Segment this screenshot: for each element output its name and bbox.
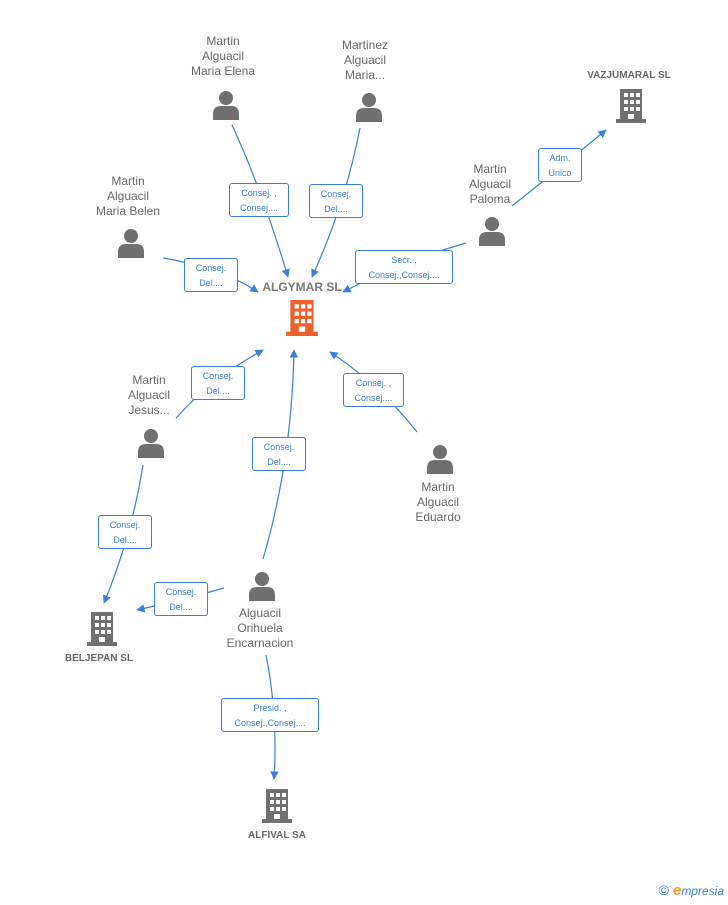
building-icon[interactable] xyxy=(262,789,292,823)
person-icon[interactable] xyxy=(138,429,164,458)
person-label-p1[interactable]: Martin Alguacil Maria Elena xyxy=(190,34,256,78)
person-label-p2[interactable]: Martinez Alguacil Maria... xyxy=(341,38,388,82)
person-icon[interactable] xyxy=(427,445,453,474)
person-icon[interactable] xyxy=(249,572,275,601)
relation-box-r7[interactable]: Consej. , Consej.... xyxy=(343,373,404,407)
relation-box-r1[interactable]: Consej. , Consej.... xyxy=(229,183,289,217)
relation-box-r10[interactable]: Consej. Del.... xyxy=(154,582,208,616)
focus-building-icon[interactable] xyxy=(286,300,318,336)
person-icon[interactable] xyxy=(356,93,382,122)
building-icon[interactable] xyxy=(616,89,646,123)
company-label-c3[interactable]: ALFIVAL SA xyxy=(248,830,306,841)
relation-box-r5[interactable]: Adm. Unico xyxy=(538,148,582,182)
company-label-c1[interactable]: VAZJUMARAL SL xyxy=(587,70,671,81)
empresia-logo[interactable]: ©empresia xyxy=(658,882,724,899)
person-label-p4[interactable]: Martin Alguacil Paloma xyxy=(468,162,512,206)
person-icon[interactable] xyxy=(479,217,505,246)
relation-box-r9[interactable]: Consej. Del.... xyxy=(98,515,152,549)
company-label-center[interactable]: ALGYMAR SL xyxy=(262,280,342,294)
person-label-p6[interactable]: Martin Alguacil Eduardo xyxy=(415,480,461,524)
person-icon[interactable] xyxy=(213,91,239,120)
relation-box-r8[interactable]: Consej. Del.... xyxy=(252,437,306,471)
relation-box-r11[interactable]: Presid. , Consej.,Consej.... xyxy=(221,698,319,732)
person-label-p5[interactable]: Martin Alguacil Jesus... xyxy=(127,373,171,417)
person-icon[interactable] xyxy=(118,229,144,258)
copyright-icon: © xyxy=(658,882,669,898)
relation-box-r2[interactable]: Consej. Del.... xyxy=(309,184,363,218)
company-label-c2[interactable]: BELJEPAN SL xyxy=(64,653,134,664)
building-icon[interactable] xyxy=(87,612,117,646)
person-label-p7[interactable]: Alguacil Orihuela Encarnacion xyxy=(226,606,294,650)
relation-box-r6[interactable]: Consej. Del.... xyxy=(191,366,245,400)
relation-box-r4[interactable]: Secr. , Consej.,Consej.... xyxy=(355,250,453,284)
person-label-p3[interactable]: Martin Alguacil Maria Belen xyxy=(95,174,161,218)
relation-box-r3[interactable]: Consej. Del.... xyxy=(184,258,238,292)
